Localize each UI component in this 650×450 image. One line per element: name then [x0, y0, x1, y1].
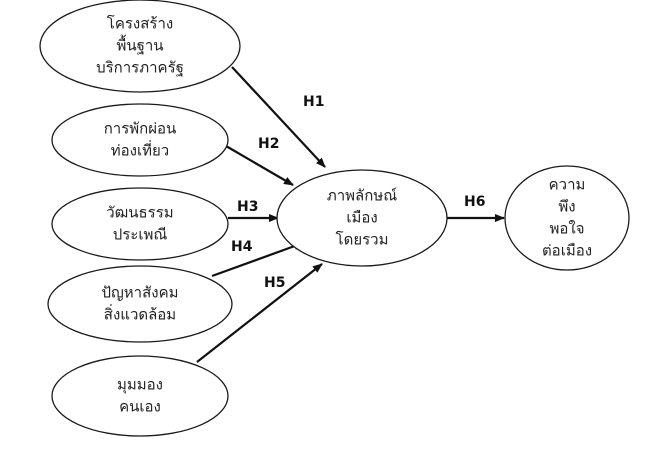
node-label-infrastructure-line-2: พื้นฐาน [116, 35, 163, 55]
hypothesis-label-h4: H4 [231, 239, 253, 255]
node-label-culture-line-1: วัฒนธรรม [106, 204, 173, 222]
hypothesis-label-h1: H1 [303, 94, 324, 110]
node-label-satisfaction-line-3: พอใจ [549, 220, 584, 238]
node-ellipse-tourism [51, 103, 229, 177]
node-label-social-environment-line-1: ปัญหาสังคม [101, 284, 178, 302]
node-label-social-environment-line-2: สิ่งแวดล้อม [104, 304, 176, 324]
node-label-local-perspective-line-2: คนเอง [119, 398, 161, 416]
node-ellipse-culture [51, 187, 229, 261]
node-ellipse-social-environment [47, 265, 233, 343]
node-label-tourism-line-1: การพักผ่อน [104, 120, 177, 138]
node-label-local-perspective-line-1: มุมมอง [117, 376, 163, 395]
node-tourism: การพักผ่อนท่องเที่ยว [51, 103, 229, 177]
node-label-tourism-line-2: ท่องเที่ยว [111, 140, 169, 160]
node-label-city-image-line-3: โดยรวม [336, 231, 389, 249]
node-label-infrastructure-line-1: โครงสร้าง [107, 15, 173, 33]
node-ellipse-satisfaction [504, 165, 630, 271]
arrow-h2 [225, 145, 294, 186]
node-label-satisfaction-line-2: พึง [558, 198, 575, 216]
hypothesis-label-h6: H6 [464, 194, 485, 210]
node-ellipse-city-image [276, 169, 448, 267]
hypothesis-label-h2: H2 [258, 136, 279, 152]
node-label-city-image-line-1: ภาพลักษณ์ [327, 187, 397, 205]
node-label-city-image-line-2: เมือง [346, 209, 377, 227]
hypothesis-label-h3: H3 [237, 199, 258, 215]
hypothesis-label-h5: H5 [264, 275, 285, 291]
node-label-infrastructure-line-3: บริการภาครัฐ [96, 59, 184, 77]
node-label-satisfaction-line-1: ความ [549, 176, 586, 194]
node-label-satisfaction-line-4: ต่อเมือง [542, 242, 592, 260]
arrow-h1 [231, 66, 326, 168]
node-ellipse-infrastructure [39, 0, 241, 93]
arrow-h5 [196, 263, 323, 363]
node-ellipse-local-perspective [51, 355, 229, 437]
arrow-h4 [211, 241, 304, 278]
node-label-culture-line-2: ประเพณี [113, 226, 168, 244]
